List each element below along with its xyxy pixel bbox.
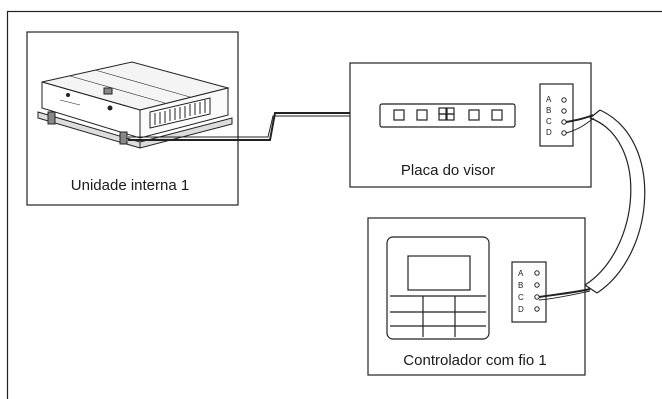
indoor-to-display-cable <box>128 112 360 141</box>
svg-text:C: C <box>546 117 552 126</box>
wired-controller-panel: A B C D Controlador com fio 1 <box>367 217 586 376</box>
svg-text:B: B <box>518 281 523 290</box>
indoor-unit-panel: Unidade interna 1 <box>26 31 239 206</box>
display-board-label: Placa do visor <box>401 162 495 179</box>
display-terminal-block: A B C D <box>539 83 574 147</box>
controller-terminal-block: A B C D <box>511 261 547 323</box>
wired-controller-label: Controlador com fio 1 <box>403 352 546 369</box>
controller-icon <box>386 236 490 340</box>
svg-text:B: B <box>546 106 551 115</box>
svg-text:D: D <box>518 305 524 314</box>
outer-frame <box>6 10 662 399</box>
svg-text:D: D <box>546 128 552 137</box>
indoor-unit-label: Unidade interna 1 <box>71 177 189 194</box>
svg-text:A: A <box>518 269 524 278</box>
communication-cable <box>538 109 646 301</box>
display-board-panel: A B C D Placa do visor <box>349 62 592 188</box>
svg-text:C: C <box>518 293 524 302</box>
display-strip <box>379 103 516 128</box>
svg-text:A: A <box>546 95 552 104</box>
